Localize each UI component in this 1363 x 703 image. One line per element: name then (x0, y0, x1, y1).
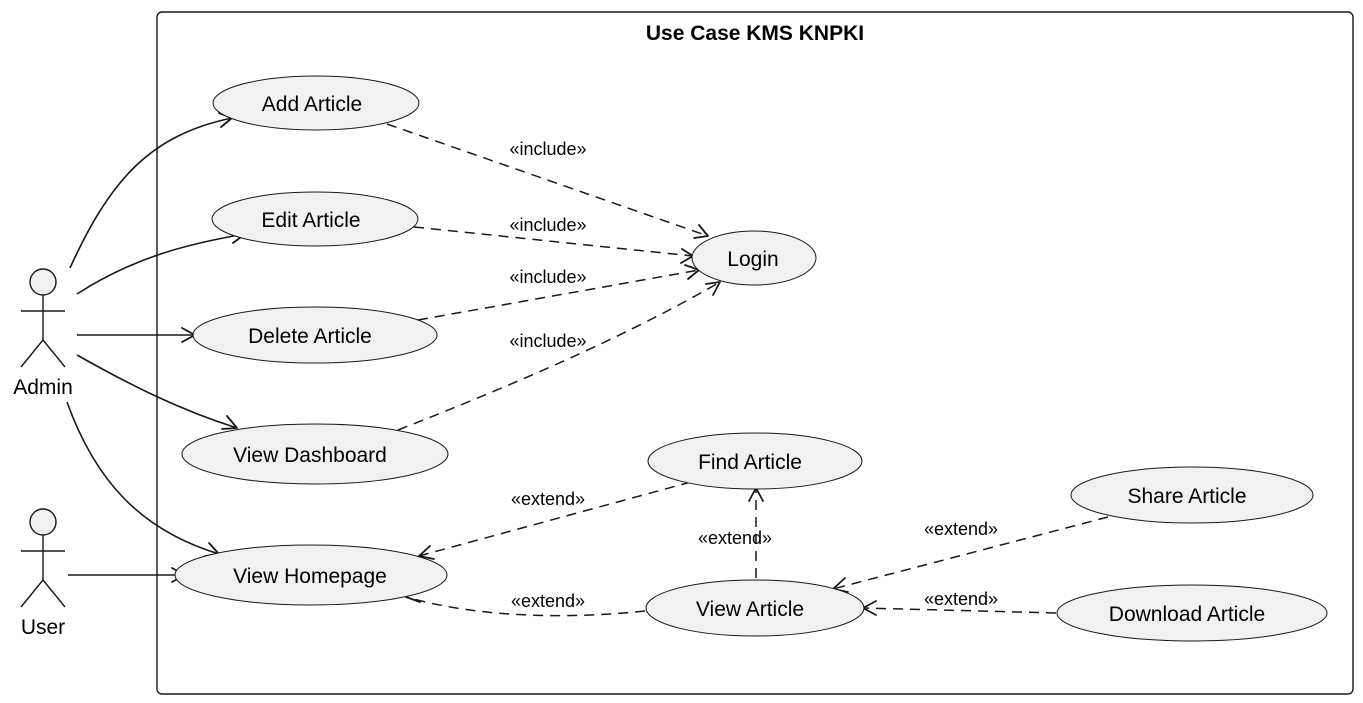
actor-admin[interactable]: Admin (13, 268, 73, 399)
use-case-view-article-shape (645, 579, 865, 637)
use-case-view-homepage[interactable]: View Homepage (174, 544, 448, 606)
label-include-add: «include» (509, 139, 586, 159)
assoc-admin-view-dashboard (76, 354, 238, 429)
use-case-edit-article[interactable]: Edit Article (211, 191, 419, 247)
actor-admin-label: Admin (13, 376, 73, 399)
actor-admin-head (29, 268, 57, 296)
extend-share-view (832, 516, 1109, 590)
dependencies (386, 123, 1109, 617)
use-case-view-article-label: View Article (696, 598, 804, 621)
use-case-find-article-shape (647, 432, 863, 490)
arrowhead-include-add-login (693, 224, 709, 239)
use-case-login-shape (691, 230, 817, 286)
extend-view-homepage (405, 596, 646, 617)
assoc-admin-view-homepage (66, 401, 220, 555)
use-case-edit-article-label: Edit Article (261, 209, 360, 232)
use-case-download-article[interactable]: Download Article (1056, 584, 1328, 642)
extend-download-view (862, 607, 1057, 614)
system-title: Use Case KMS KNPKI (646, 22, 864, 45)
relation-labels: «include» «include» «include» «include» … (509, 139, 998, 611)
include-dashboard-login (397, 281, 721, 431)
use-case-delete-article-shape (192, 306, 438, 364)
use-case-view-dashboard[interactable]: View Dashboard (181, 423, 449, 485)
use-case-share-article[interactable]: Share Article (1070, 466, 1314, 524)
use-case-delete-article[interactable]: Delete Article (192, 306, 438, 364)
label-include-dashboard: «include» (509, 331, 586, 351)
label-extend-share-view: «extend» (924, 519, 998, 539)
use-case-add-article[interactable]: Add Article (212, 75, 420, 131)
label-extend-view-home: «extend» (511, 591, 585, 611)
use-case-view-homepage-shape (174, 544, 448, 606)
use-case-view-dashboard-label: View Dashboard (233, 444, 387, 467)
label-extend-find-home: «extend» (511, 489, 585, 509)
use-case-share-article-label: Share Article (1127, 485, 1246, 508)
extend-find-homepage (418, 481, 692, 557)
use-case-login[interactable]: Login (691, 230, 817, 286)
actor-user-leg-left (20, 579, 44, 608)
actor-admin-leg-right (42, 339, 66, 368)
associations (66, 112, 246, 583)
use-case-find-article[interactable]: Find Article (647, 432, 863, 490)
include-edit-login (413, 226, 694, 257)
use-case-add-article-label: Add Article (262, 93, 362, 116)
assoc-admin-edit-article (76, 233, 246, 295)
use-case-edit-article-shape (211, 191, 419, 247)
arrowhead-admin-view-dashboard (221, 415, 238, 430)
actor-user-leg-right (42, 579, 66, 608)
arrowhead-include-dashboard-login (705, 281, 721, 296)
arrowhead-extend-find-homepage (418, 545, 435, 560)
actor-user-head (29, 508, 57, 536)
label-extend-view-find: «extend» (698, 528, 772, 548)
use-case-delete-article-label: Delete Article (248, 325, 372, 348)
use-case-download-article-shape (1056, 584, 1328, 642)
assoc-admin-add-article (69, 117, 233, 269)
actor-admin-leg-left (20, 339, 44, 368)
label-include-edit: «include» (509, 215, 586, 235)
use-case-view-article[interactable]: View Article (645, 579, 865, 637)
include-delete-login (417, 269, 700, 321)
use-case-download-article-label: Download Article (1109, 603, 1265, 626)
use-case-login-label: Login (727, 248, 778, 271)
system-boundary (156, 11, 1354, 695)
include-add-login (386, 123, 709, 237)
label-extend-download-view: «extend» (924, 589, 998, 609)
actor-user-label: User (21, 616, 65, 639)
use-case-find-article-label: Find Article (698, 451, 802, 474)
use-case-view-dashboard-shape (181, 423, 449, 485)
use-case-view-homepage-label: View Homepage (233, 565, 387, 588)
use-case-add-article-shape (212, 75, 420, 131)
use-case-share-article-shape (1070, 466, 1314, 524)
actor-user[interactable]: User (20, 508, 66, 639)
label-include-delete: «include» (509, 267, 586, 287)
